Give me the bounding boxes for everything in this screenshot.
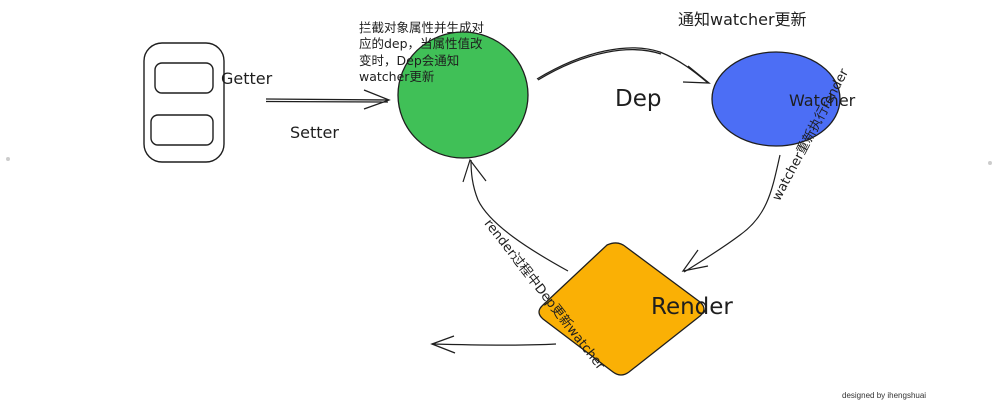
store-node[interactable]: [143, 42, 225, 163]
getter-label: Getter: [221, 69, 273, 88]
notify-watcher-label: 通知watcher更新: [678, 10, 807, 29]
edge-watcher-to-render[interactable]: [681, 154, 781, 273]
setter-label: Setter: [290, 123, 339, 142]
render-node[interactable]: [538, 242, 705, 376]
watcher-node[interactable]: [711, 51, 841, 147]
credit-text: designed by ihengshuai: [842, 391, 927, 400]
observer-node[interactable]: [397, 31, 529, 159]
dep-label: Dep: [615, 86, 662, 112]
store-outer-frame: [143, 42, 225, 163]
edge-observer-to-watcher[interactable]: [536, 47, 711, 84]
watcher-label: Watcher: [789, 91, 856, 110]
edge-store-to-observer[interactable]: [265, 89, 391, 110]
store-setter-slot: [150, 114, 214, 146]
edge-render-to-observer[interactable]: [462, 158, 569, 272]
canvas-handle-left: [6, 157, 10, 161]
canvas-handle-right: [988, 161, 992, 165]
edge-render-out[interactable]: [430, 335, 557, 354]
render-label: Render: [651, 294, 733, 320]
store-getter-slot: [154, 62, 214, 94]
observer-note: 拦截对象属性并生成对应的dep，当属性值改变时，Dep会通知watcher更新: [359, 20, 485, 84]
